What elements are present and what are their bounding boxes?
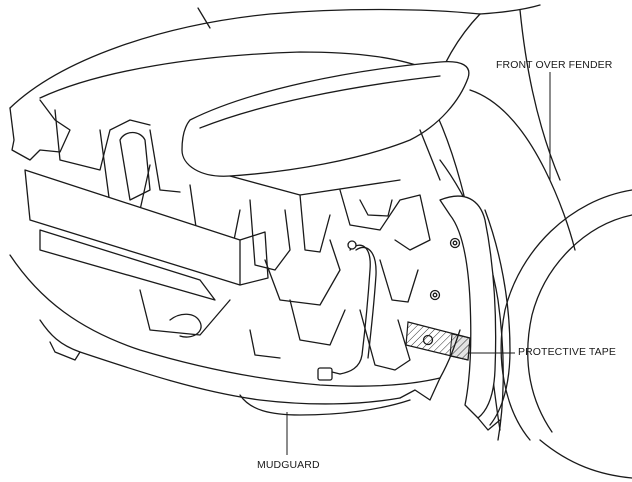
radiator-support	[9, 99, 431, 271]
label-protective-tape: PROTECTIVE TAPE	[518, 346, 616, 358]
lower-frame	[139, 239, 346, 359]
front-over-fender	[422, 195, 511, 431]
mudguard	[9, 254, 461, 416]
protective-tape	[405, 321, 471, 361]
front-wheel	[500, 189, 632, 479]
leader-lines	[286, 72, 551, 455]
label-front-over-fender: FRONT OVER FENDER	[496, 59, 613, 71]
bumper-beam	[24, 169, 269, 301]
label-mudguard: MUDGUARD	[257, 459, 320, 471]
headlamp	[181, 60, 470, 196]
wire-harness	[317, 240, 377, 381]
